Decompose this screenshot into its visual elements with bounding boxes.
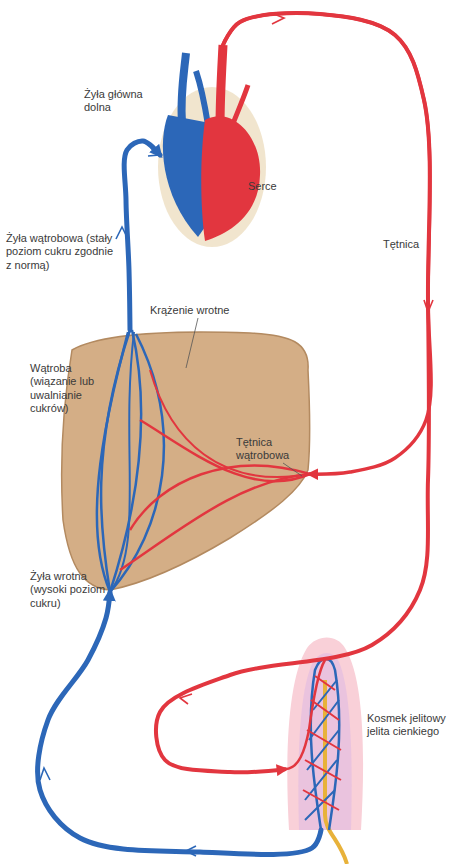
heart-illustration [160,45,265,245]
part-label: Krążenie wrotne [150,304,250,317]
liver-vein [110,332,134,592]
pulmonary-artery [196,71,208,125]
vessel-label: Tętnica [383,238,443,251]
flow-arrow [180,694,192,704]
flow-arrow [40,768,50,780]
vessel-label: Żyła wrotna (wysoki poziom cukru) [30,570,110,610]
heart-node: Serce [160,45,265,245]
liver-artery [120,474,310,570]
heart-background [158,87,266,247]
liver-vein [97,332,128,592]
liver-artery [150,370,310,477]
node-label: Serce [248,180,308,193]
vena-cava-superior [181,53,186,123]
capillary-artery [285,660,325,769]
capillary-vein [311,659,339,830]
capillary-artery [303,676,341,810]
flow-arrow [148,148,158,156]
flow-arrow [116,227,128,239]
flow-arrow [186,846,196,856]
capillary-vein [305,680,339,820]
villus-illustration [285,640,365,830]
node-label: Wątroba (wiązanie lub uwalnianie cukrów) [30,362,112,416]
heart-left-side [201,116,260,241]
flow-arrow [272,14,284,24]
liver-artery [130,466,310,530]
flow-arrow [424,300,433,312]
vessel-label: Tętnica wątrobowa [236,436,296,463]
vessel-label: Żyła wątrobowa (stały poziom cukru zgodn… [6,232,118,272]
part-label: Żyła główna dolna [84,88,154,115]
node-label: Kosmek jelitowy jelita cienkiego [367,712,462,739]
blood-vessel [38,592,321,854]
villus-node: Kosmek jelitowy jelita cienkiego [285,640,365,830]
blood-vessel [124,141,160,330]
liver-artery [140,420,310,481]
